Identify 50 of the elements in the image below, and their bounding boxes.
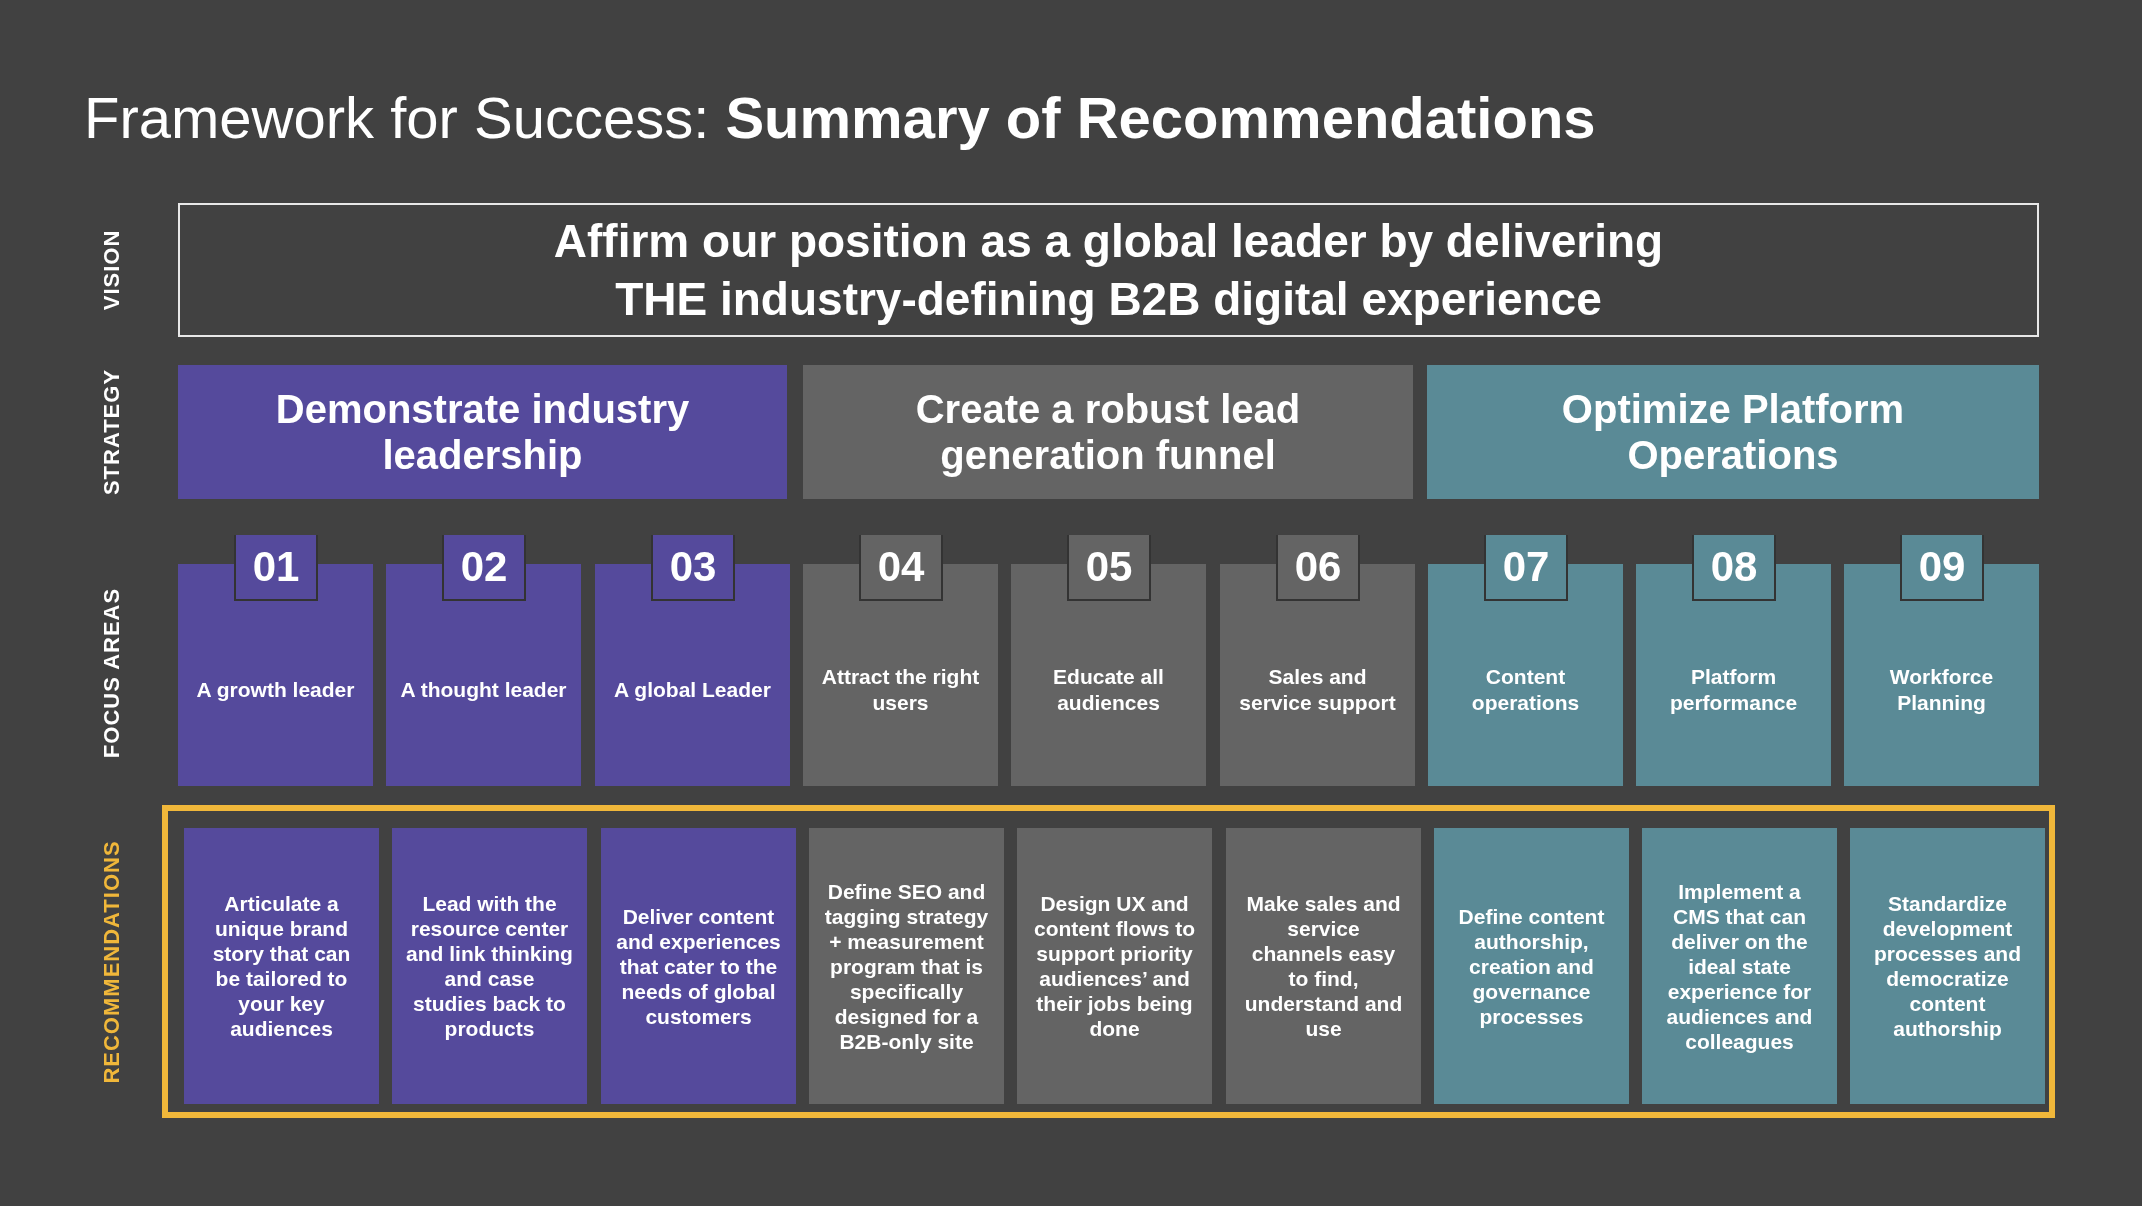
row-label: STRATEGY — [99, 368, 125, 496]
strategy-heading: Create a robust lead generation funnel — [914, 386, 1302, 478]
focus-area-text: A thought leader — [400, 677, 567, 703]
recommendation-text: Define content authorship, creation and governance processes — [1457, 903, 1606, 1029]
recommendation-card — [809, 828, 1004, 1104]
recommendation-card — [184, 828, 379, 1104]
strategy-heading: Optimize Platform Operations — [1560, 386, 1906, 478]
recommendation-text: Implement a CMS that can deliver on the ideal state experience for audiences and colleagues — [1665, 878, 1814, 1054]
focus-area-text: A global Leader — [614, 677, 771, 703]
number-tab: 08 — [1692, 535, 1776, 601]
focus-area-text: Content operations — [1470, 664, 1581, 716]
recommendation-card — [1226, 828, 1421, 1104]
row-label: VISION — [99, 229, 125, 311]
recommendation-card — [1850, 828, 2045, 1104]
focus-area-text: A growth leader — [196, 677, 355, 703]
recommendation-text: Standardize development processes and democratize content authorship — [1872, 891, 2023, 1041]
recommendation-text: Make sales and service channels easy to find, understand and use — [1243, 891, 1404, 1041]
vision-statement: Affirm our position as a global leader by delivering THE industry-defining B2B digital experience — [552, 214, 1665, 327]
focus-area-text: Platform performance — [1668, 664, 1799, 716]
number-tab: 09 — [1900, 535, 1984, 601]
recommendation-text: Define SEO and tagging strategy + measurement program that is specifically designed for a B2B-only site — [823, 878, 990, 1054]
recommendation-text: Lead with the resource center and link thinking and case studies back to products — [406, 891, 573, 1041]
focus-area-text: Attract the right users — [820, 664, 981, 716]
recommendation-card — [601, 828, 796, 1104]
focus-area-text: Workforce Planning — [1888, 664, 1995, 716]
recommendation-card — [1434, 828, 1629, 1104]
focus-area-text: Educate all audiences — [1052, 664, 1165, 716]
recommendation-text: Design UX and content flows to support priority audiences’ and their jobs being done — [1033, 891, 1196, 1041]
row-label: RECOMMENDATIONS — [99, 840, 125, 1084]
strategy-banner — [803, 365, 1413, 499]
recommendation-text: Deliver content and experiences that cater to the needs of global customers — [615, 903, 782, 1029]
number-tab: 06 — [1276, 535, 1360, 601]
number-tab: 01 — [234, 535, 318, 601]
number-tab: 05 — [1067, 535, 1151, 601]
strategy-heading: Demonstrate industry leadership — [274, 386, 691, 478]
recommendation-card — [392, 828, 587, 1104]
slide-title: Framework for Success: Summary of Recommendations — [84, 84, 1596, 151]
number-tab: 03 — [651, 535, 735, 601]
recommendation-card — [1642, 828, 1837, 1104]
number-tab: 04 — [859, 535, 943, 601]
strategy-banner — [1427, 365, 2039, 499]
number-tab: 07 — [1484, 535, 1568, 601]
recommendation-card — [1017, 828, 1212, 1104]
strategy-banner — [178, 365, 787, 499]
highlight-frame — [162, 805, 2055, 1118]
vision-box — [178, 203, 2039, 337]
row-label: FOCUS AREAS — [99, 587, 125, 759]
number-tab: 02 — [442, 535, 526, 601]
recommendation-text: Articulate a unique brand story that can be tailored to your key audiences — [211, 891, 352, 1041]
focus-area-text: Sales and service support — [1238, 664, 1397, 716]
